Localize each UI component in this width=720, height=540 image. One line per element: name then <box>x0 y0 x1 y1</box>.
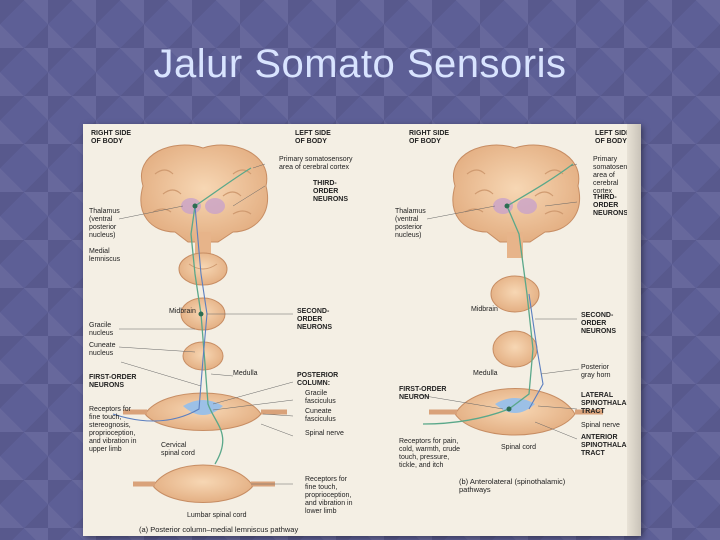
label-cervical-a: Cervical spinal cord <box>161 442 195 458</box>
label-spinal-cord-b: Spinal cord <box>501 444 536 452</box>
label-second-order-b: SECOND- ORDER NEURONS <box>581 312 616 336</box>
label-medulla-b: Medulla <box>473 370 498 378</box>
label-medial-lemniscus-a: Medial lemniscus <box>89 248 120 264</box>
label-first-order-b: FIRST-ORDER NEURON <box>399 386 446 402</box>
label-posterior-gray-b: Posterior gray horn <box>581 364 611 380</box>
label-left-side-a: LEFT SIDE OF BODY <box>295 130 331 146</box>
label-third-order-b: THIRD- ORDER NEURONS <box>593 194 628 218</box>
midbrain-section-b <box>491 276 539 312</box>
brain-section-b <box>453 145 580 258</box>
label-cuneate-nucleus-a: Cuneate nucleus <box>89 342 115 358</box>
label-second-order-a: SECOND- ORDER NEURONS <box>297 308 332 332</box>
label-thalamus-b: Thalamus (ventral posterior nucleus) <box>395 208 426 240</box>
label-lumbar-a: Lumbar spinal cord <box>187 512 247 520</box>
label-thalamus-a: Thalamus (ventral posterior nucleus) <box>89 208 120 240</box>
page-binding <box>627 124 641 536</box>
pathway-figure: RIGHT SIDE OF BODY LEFT SIDE OF BODY Pri… <box>83 124 641 536</box>
label-spinal-nerve-a: Spinal nerve <box>305 430 344 438</box>
spinal-cord-b <box>429 389 603 436</box>
label-midbrain-a: Midbrain <box>169 308 196 316</box>
label-receptors-b: Receptors for pain, cold, warmth, crude … <box>399 438 460 470</box>
pathway-illustration <box>83 124 641 536</box>
label-receptors-lower-a: Receptors for fine touch, proprioception… <box>305 476 352 516</box>
caption-b: (b) Anterolateral (spinothalamic) pathwa… <box>459 478 565 494</box>
cervical-cord-a <box>123 393 287 431</box>
label-medulla-a: Medulla <box>233 370 258 378</box>
label-gracile-fasciculus-a: Gracile fasciculus <box>305 390 336 406</box>
label-primary-area-a: Primary somatosensory area of cerebral c… <box>279 156 353 172</box>
label-left-side-b: LEFT SIDE OF BODY <box>595 130 631 146</box>
medulla-section-b <box>493 331 537 367</box>
label-receptors-upper-a: Receptors for fine touch, stereognosis, … <box>89 406 136 454</box>
label-cuneate-fasciculus-a: Cuneate fasciculus <box>305 408 336 424</box>
label-posterior-column-a: POSTERIOR COLUMN: <box>297 372 338 388</box>
label-midbrain-b: Midbrain <box>471 306 498 314</box>
label-gracile-nucleus-a: Gracile nucleus <box>89 322 113 338</box>
brain-section-a <box>141 145 268 258</box>
caption-a: (a) Posterior column–medial lemniscus pa… <box>139 526 298 534</box>
label-right-side-a: RIGHT SIDE OF BODY <box>91 130 131 146</box>
label-spinal-nerve-b: Spinal nerve <box>581 422 620 430</box>
label-first-order-a: FIRST-ORDER NEURONS <box>89 374 136 390</box>
label-right-side-b: RIGHT SIDE OF BODY <box>409 130 449 146</box>
slide-title: Jalur Somato Sensoris <box>0 42 720 87</box>
label-third-order-a: THIRD- ORDER NEURONS <box>313 180 348 204</box>
midbrain-section-a <box>179 253 227 285</box>
